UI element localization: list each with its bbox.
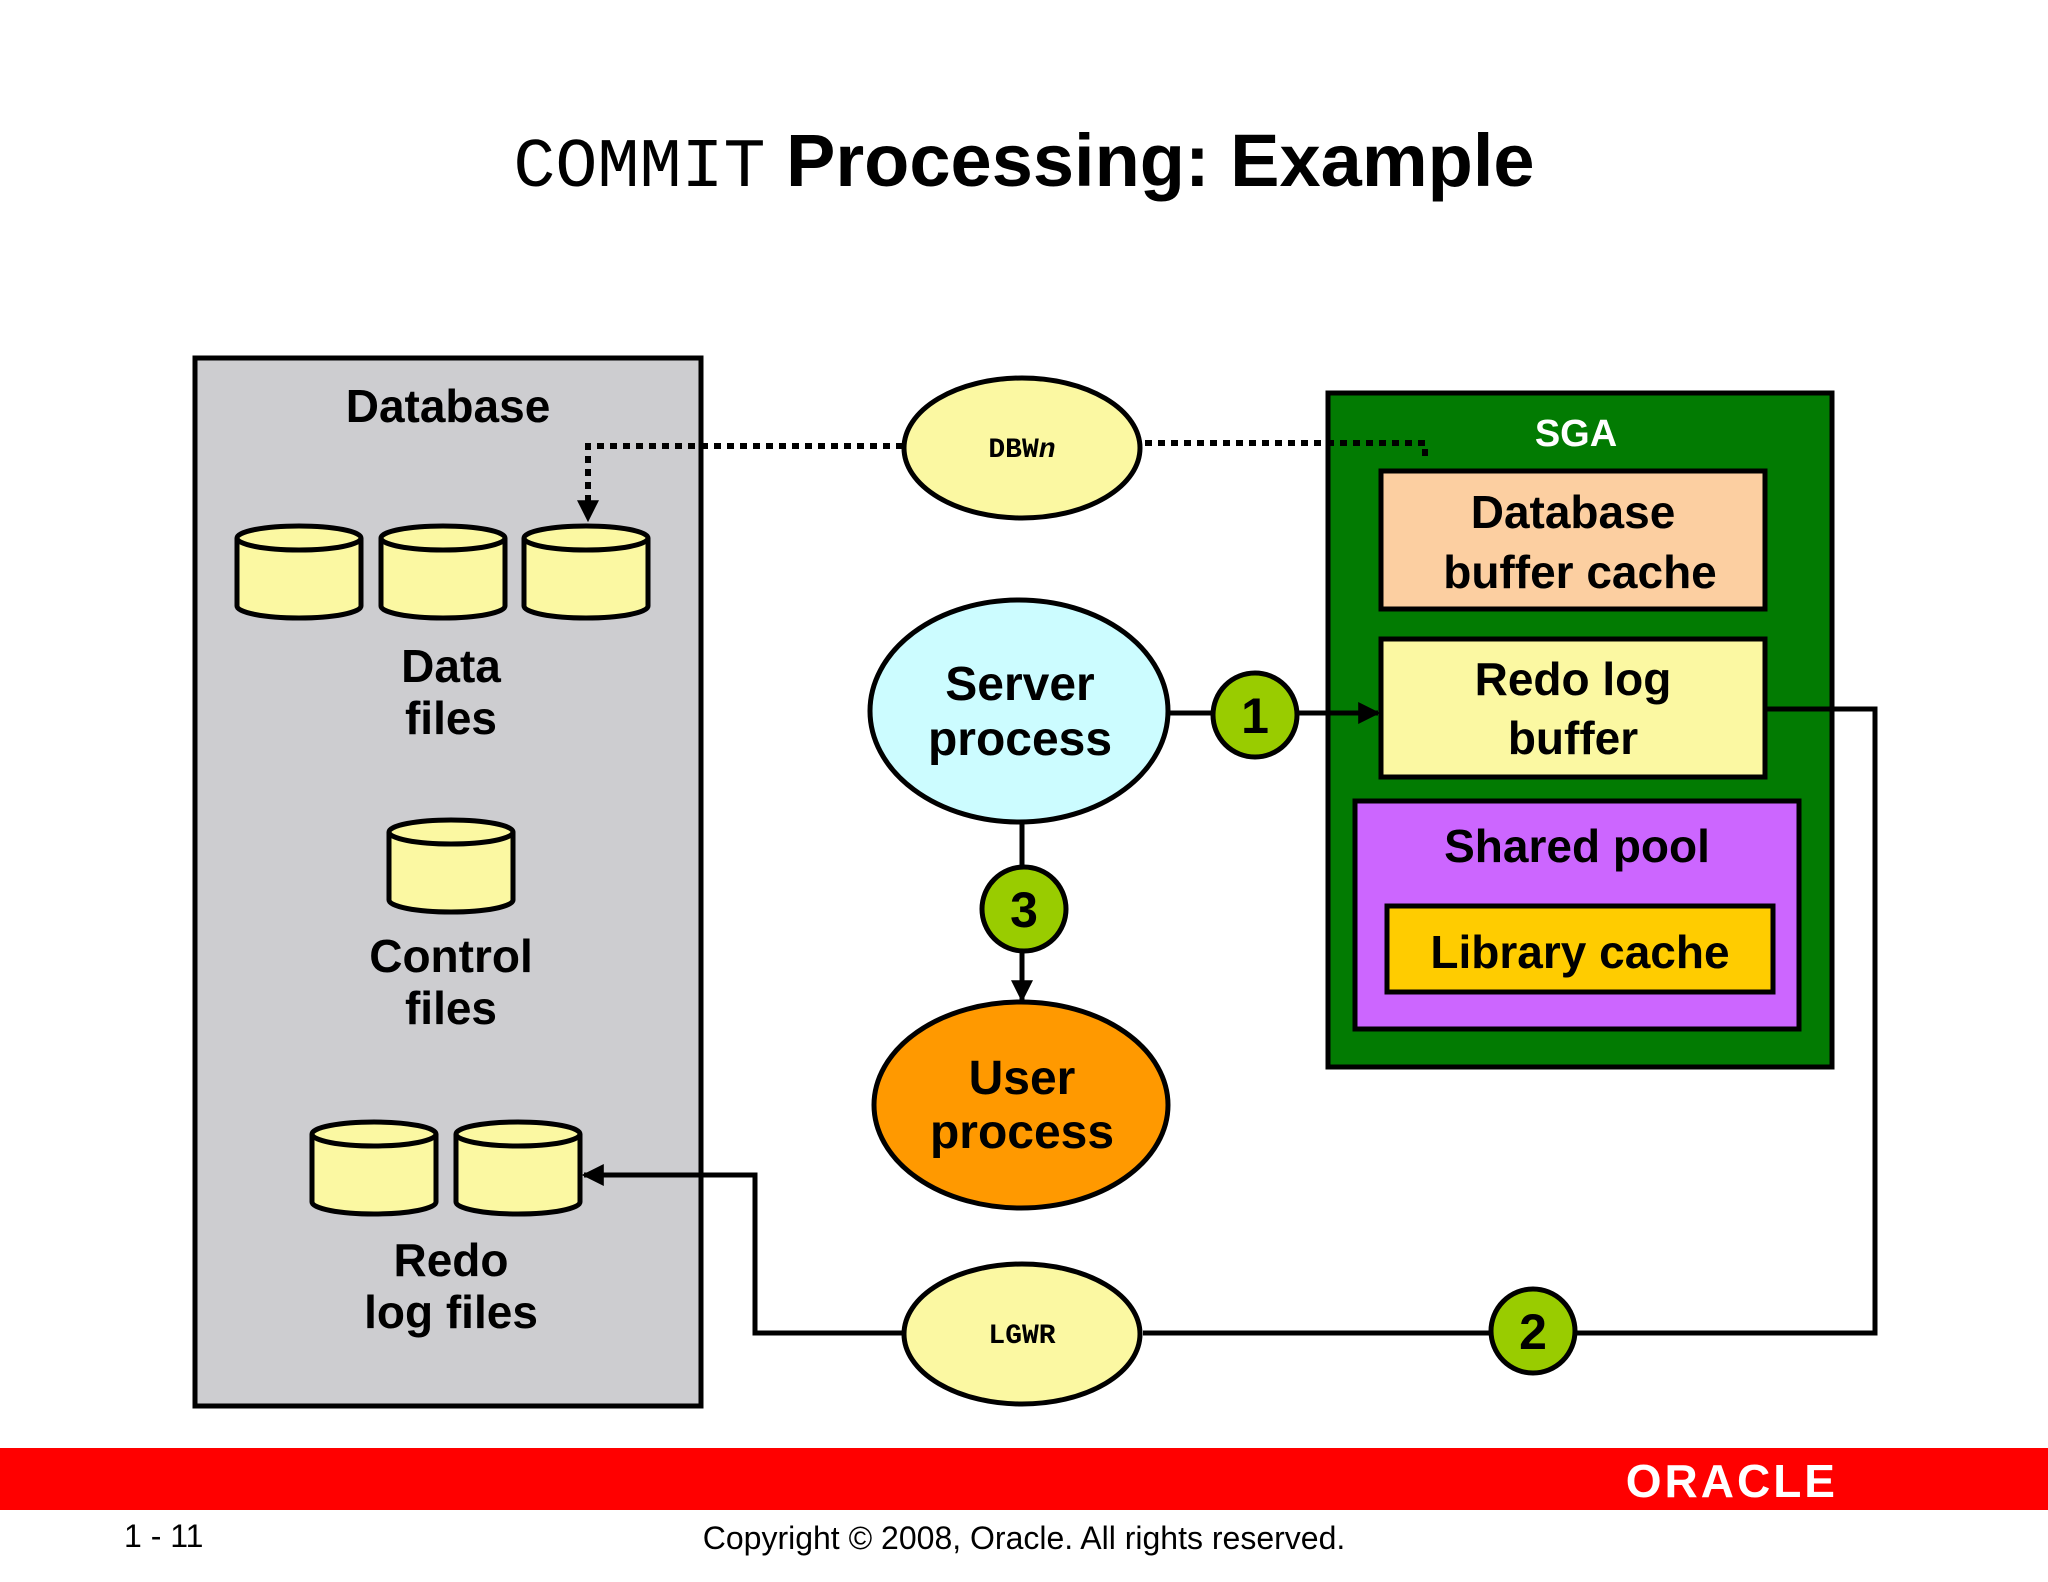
control-files-label-line1: Control (369, 930, 533, 982)
data-file-cylinder (378, 523, 508, 621)
buffer-cache-label-line2: buffer cache (1443, 546, 1717, 598)
user-process-label-line1: User (969, 1052, 1076, 1105)
redo-log-buffer-label-line1: Redo log (1475, 653, 1672, 705)
dbwn-process (901, 375, 1143, 521)
lgwr-to-redo-files-line (581, 1164, 903, 1336)
step-1-badge (1210, 670, 1300, 760)
redo-log-files-label-line1: Redo (394, 1234, 509, 1286)
dbwn-to-data-files-line (577, 443, 903, 523)
server-process (867, 597, 1171, 825)
user-process (871, 999, 1171, 1211)
sga-label: SGA (1535, 413, 1617, 455)
oracle-logo: ORACLE (1625, 1455, 1838, 1507)
footer-bar (0, 1448, 2048, 1510)
server-process-label-line1: Server (945, 658, 1094, 711)
server-process-label-line2: process (928, 713, 1112, 766)
dbwn-flow-line (1143, 440, 1428, 456)
redo-log-buffer-label-line2: buffer (1508, 712, 1638, 764)
redo-log-file-cylinder (453, 1119, 583, 1217)
data-files-label-line1: Data (401, 640, 501, 692)
redo-log-buffer-box (1378, 636, 1768, 780)
slide-number: 1 - 11 (124, 1518, 204, 1554)
redo-log-files-label-line2: log files (364, 1286, 538, 1338)
slide-title: COMMIT Processing: Example (0, 118, 2048, 208)
buffer-cache-label-line1: Database (1471, 486, 1676, 538)
data-file-cylinder (234, 523, 364, 621)
control-files-label-line2: files (405, 982, 497, 1034)
database-label: Database (346, 380, 551, 432)
copyright-notice: Copyright © 2008, Oracle. All rights res… (702, 1520, 1346, 1556)
redo-log-file-cylinder (309, 1119, 439, 1217)
control-file-cylinder (386, 817, 516, 915)
title-keyword: COMMIT (513, 129, 766, 208)
lgwr-label: LGWR (988, 1321, 1055, 1352)
library-cache-box (1384, 903, 1776, 995)
buffer-cache-box (1378, 468, 1768, 612)
shared-pool-label: Shared pool (1444, 820, 1710, 872)
step-3-label: 3 (1010, 882, 1038, 938)
data-files-label-line2: files (405, 692, 497, 744)
commit-diagram: Database Data files Control files Redo l… (192, 355, 1878, 1409)
dbwn-label: DBWn (988, 435, 1055, 466)
data-file-cylinder (521, 523, 651, 621)
step-2-badge (1488, 1286, 1578, 1376)
user-process-label-line2: process (930, 1106, 1114, 1159)
step-2-label: 2 (1519, 1304, 1547, 1360)
library-cache-label: Library cache (1430, 926, 1729, 978)
step-3-badge (979, 864, 1069, 954)
lgwr-process (901, 1261, 1143, 1407)
step-1-label: 1 (1241, 688, 1269, 744)
title-text: Processing: Example (765, 119, 1535, 202)
